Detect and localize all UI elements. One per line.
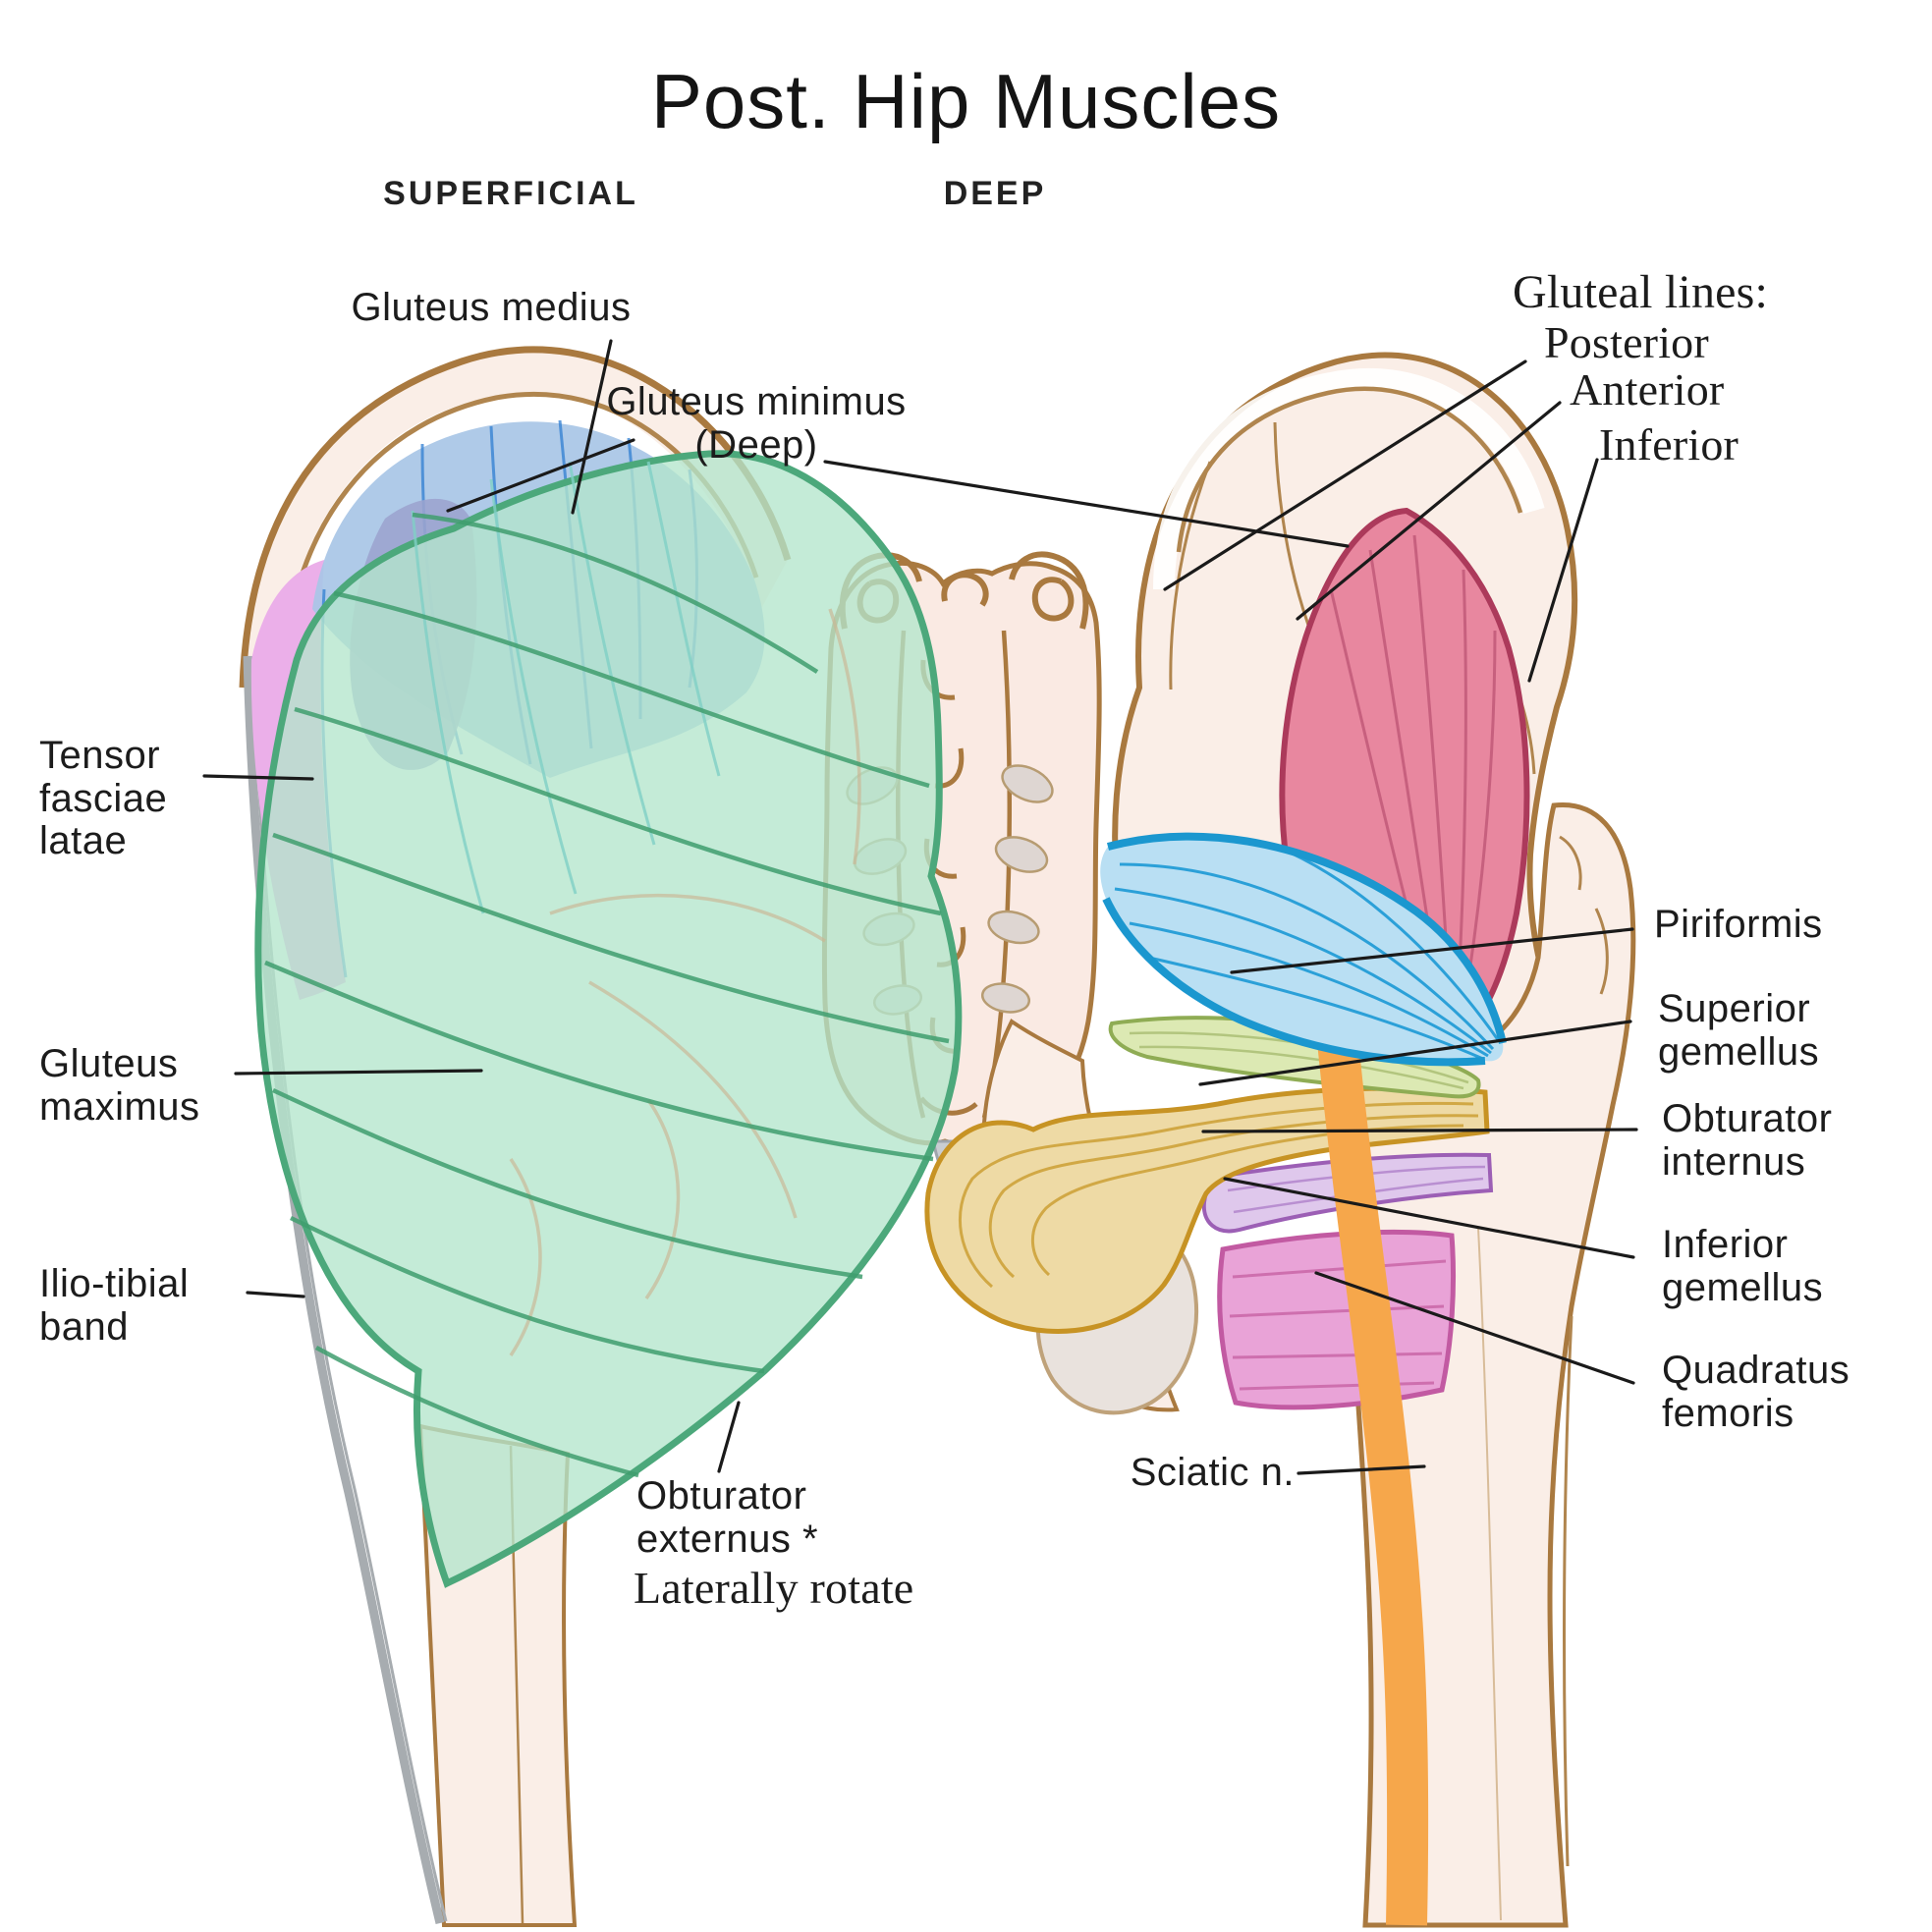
label-laterally-rotate: Laterally rotate <box>634 1563 914 1613</box>
label-sciatic-nerve: Sciatic n. <box>1130 1451 1295 1494</box>
leader-ilio-tibial-band <box>246 1291 305 1298</box>
leader-obturator-externus <box>717 1401 741 1473</box>
quadratus-femoris-shape <box>1217 1229 1457 1410</box>
leader-lines <box>202 339 1638 1475</box>
leader-inferior-gemellus <box>1223 1177 1635 1259</box>
left-iliac-crest-outer <box>239 346 792 689</box>
label-obturator-internus: Obturator internus <box>1662 1097 1833 1184</box>
leader-anterior-line <box>1296 401 1562 621</box>
leader-superior-gemellus <box>1198 1020 1632 1086</box>
leader-gluteus-minimus-left <box>446 438 635 513</box>
label-gluteal-line-anterior: Anterior <box>1570 364 1725 414</box>
label-gluteal-line-posterior: Posterior <box>1544 317 1709 367</box>
sciatic-nerve <box>1317 1038 1429 1926</box>
deep-muscles <box>924 507 1530 1926</box>
label-tensor-fasciae-latae: Tensor fasciae latae <box>39 734 168 863</box>
label-gluteus-medius: Gluteus medius <box>351 286 632 329</box>
label-obturator-externus: Obturator externus * <box>636 1474 819 1561</box>
gluteus-maximus-fibers <box>264 512 950 1478</box>
leader-inferior-line <box>1527 458 1599 683</box>
label-ilio-tibial-band: Ilio-tibial band <box>39 1262 190 1349</box>
label-quadratus-femoris: Quadratus femoris <box>1662 1349 1850 1435</box>
leader-gluteus-maximus <box>234 1069 483 1076</box>
column-header-deep: DEEP <box>943 175 1047 212</box>
label-inferior-gemellus: Inferior gemellus <box>1662 1223 1824 1309</box>
leader-gluteus-minimus-right <box>823 460 1350 548</box>
leader-gluteus-medius <box>571 339 613 515</box>
piriformis-fibers <box>1114 845 1501 1061</box>
right-iliac-crest-inner <box>1176 386 1523 553</box>
label-gluteus-minimus: Gluteus minimus (Deep) <box>606 380 907 467</box>
leader-tensor-fasciae-latae <box>202 774 314 781</box>
label-superior-gemellus: Superior gemellus <box>1658 987 1820 1074</box>
superficial-muscles <box>243 419 963 1925</box>
gluteus-maximus-teal-fibers <box>411 461 721 914</box>
page-title: Post. Hip Muscles <box>650 58 1282 144</box>
obturator-internus-shape <box>924 1085 1490 1334</box>
leader-piriformis <box>1230 927 1634 974</box>
femur-detail-lines <box>1559 835 1609 1867</box>
leader-posterior-line <box>1163 359 1527 591</box>
leader-sciatic-nerve <box>1297 1464 1426 1475</box>
leader-obturator-internus <box>1201 1128 1638 1133</box>
gluteus-maximus-shape <box>254 450 963 1588</box>
right-crest-highlight <box>1153 368 1545 590</box>
understructure-hints <box>509 608 861 1356</box>
piriformis-borders <box>1102 832 1507 1067</box>
label-gluteal-line-inferior: Inferior <box>1599 419 1739 469</box>
label-piriformis: Piriformis <box>1654 903 1823 946</box>
label-gluteus-maximus: Gluteus maximus <box>39 1042 200 1129</box>
label-gluteal-lines-heading: Gluteal lines: <box>1513 266 1769 318</box>
piriformis-shape <box>1100 836 1504 1063</box>
femur-shaft-line <box>1477 1227 1502 1921</box>
leader-quadratus-femoris <box>1314 1271 1635 1385</box>
column-header-superficial: SUPERFICIAL <box>383 175 638 212</box>
quadratus-femoris-fibers <box>1229 1259 1447 1391</box>
